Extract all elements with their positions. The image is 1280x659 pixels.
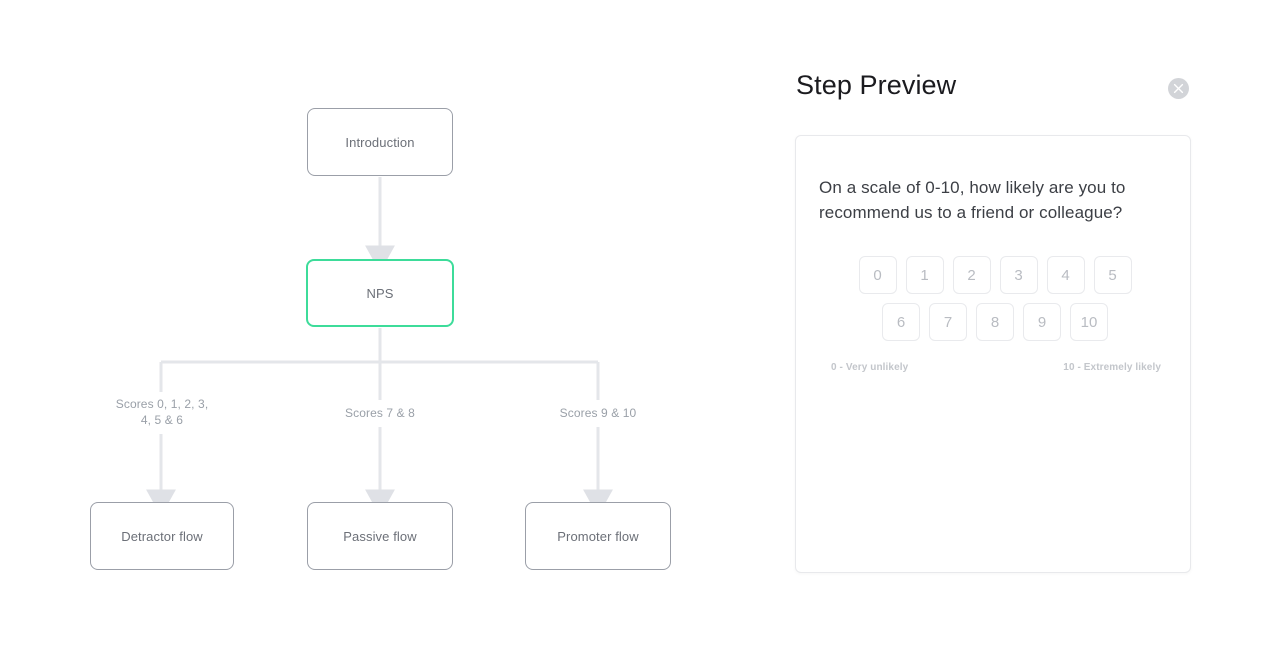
flow-node-promoter-flow[interactable]: Promoter flow <box>525 502 671 570</box>
flow-node-passive-flow[interactable]: Passive flow <box>307 502 453 570</box>
flow-node-detractor-flow[interactable]: Detractor flow <box>90 502 234 570</box>
step-preview-panel: Step Preview On a scale of 0-10, how lik… <box>794 56 1192 586</box>
score-row-top: 0 1 2 3 4 5 <box>819 256 1171 294</box>
flow-connectors <box>146 177 613 517</box>
score-row-bottom: 6 7 8 9 10 <box>819 303 1171 341</box>
scale-legend: 0 - Very unlikely 10 - Extremely likely <box>831 362 1161 373</box>
score-button-8[interactable]: 8 <box>976 303 1014 341</box>
score-button-7[interactable]: 7 <box>929 303 967 341</box>
score-button-9[interactable]: 9 <box>1023 303 1061 341</box>
close-circle-icon <box>1173 83 1184 94</box>
score-button-5[interactable]: 5 <box>1093 256 1132 294</box>
score-button-3[interactable]: 3 <box>999 256 1038 294</box>
nps-score-scale[interactable]: 0 1 2 3 4 5 6 7 8 9 10 <box>819 256 1171 350</box>
step-preview-card: On a scale of 0-10, how likely are you t… <box>795 135 1191 573</box>
score-button-10[interactable]: 10 <box>1070 303 1108 341</box>
flow-canvas[interactable]: Introduction NPS Detractor flow Passive … <box>0 0 760 659</box>
score-button-1[interactable]: 1 <box>905 256 944 294</box>
score-button-6[interactable]: 6 <box>882 303 920 341</box>
scale-legend-high: 10 - Extremely likely <box>1063 362 1161 373</box>
question-text: On a scale of 0-10, how likely are you t… <box>819 178 1126 222</box>
score-button-0[interactable]: 0 <box>858 256 897 294</box>
flow-node-nps[interactable]: NPS <box>306 259 454 327</box>
scale-legend-low: 0 - Very unlikely <box>831 362 909 373</box>
score-button-2[interactable]: 2 <box>952 256 991 294</box>
flow-node-introduction[interactable]: Introduction <box>307 108 453 176</box>
score-button-4[interactable]: 4 <box>1046 256 1085 294</box>
step-preview-title: Step Preview <box>796 70 957 100</box>
close-button[interactable] <box>1168 78 1189 99</box>
